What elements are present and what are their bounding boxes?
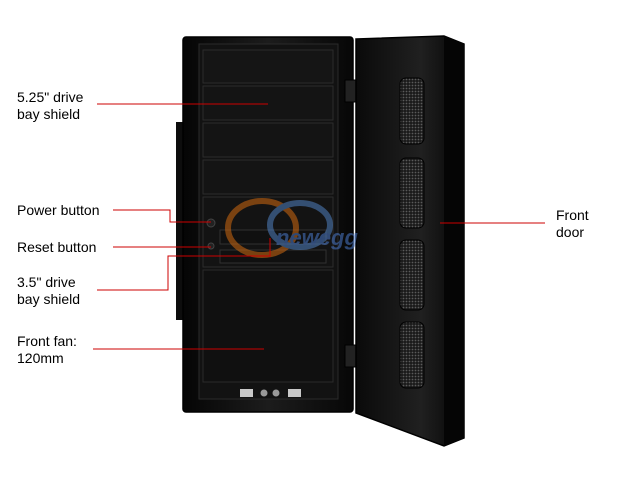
newegg-logo: newegg bbox=[225, 198, 358, 258]
leader-drive-35 bbox=[97, 238, 271, 291]
drive-bays-525 bbox=[202, 49, 334, 195]
label-35-drive-bay-shield: 3.5" drive bay shield bbox=[17, 274, 81, 307]
front-fan-area bbox=[202, 269, 334, 383]
leader-power bbox=[113, 209, 211, 223]
leader-lines bbox=[93, 103, 545, 350]
label-reset-button: Reset button bbox=[17, 239, 97, 255]
label-525-drive-bay-shield: 5.25" drive bay shield bbox=[17, 89, 84, 122]
door-hinges bbox=[344, 79, 358, 368]
case-side-panel bbox=[176, 122, 186, 320]
label-front-door: Front door bbox=[556, 207, 589, 240]
reset-button-shape bbox=[207, 242, 215, 250]
power-button-shape bbox=[206, 218, 216, 228]
front-io-ports bbox=[240, 389, 301, 397]
newegg-logo-text: newegg bbox=[276, 225, 358, 250]
label-front-fan: Front fan: 120mm bbox=[17, 333, 77, 366]
front-door-shape bbox=[355, 35, 465, 447]
label-power-button: Power button bbox=[17, 202, 100, 218]
